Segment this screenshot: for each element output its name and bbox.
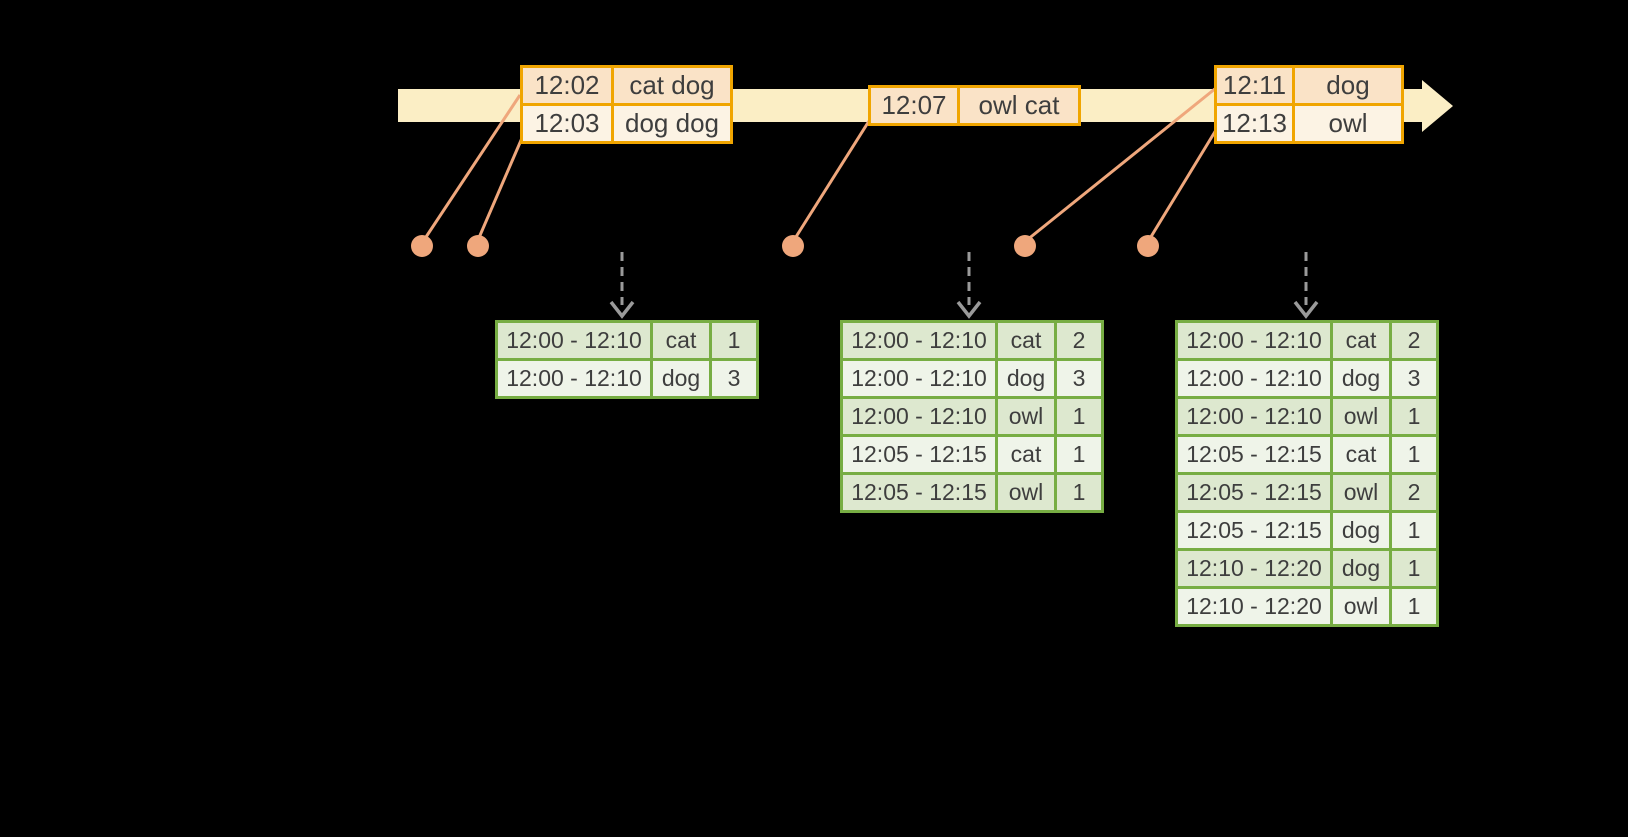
event-row: 12:03 dog dog	[520, 103, 733, 144]
table-row: 12:05 - 12:15 cat 1	[1175, 434, 1439, 475]
table-row: 12:10 - 12:20 dog 1	[1175, 548, 1439, 589]
window-cell: 12:10 - 12:20	[1175, 586, 1333, 627]
word-cell: dog	[650, 358, 712, 399]
window-cell: 12:05 - 12:15	[840, 434, 998, 475]
window-cell: 12:05 - 12:15	[840, 472, 998, 513]
count-cell: 1	[1389, 396, 1439, 437]
count-cell: 1	[1054, 472, 1104, 513]
count-cell: 1	[1389, 434, 1439, 475]
count-cell: 1	[1054, 396, 1104, 437]
timeline-arrowhead-icon	[1422, 80, 1453, 132]
table-row: 12:00 - 12:10 dog 3	[495, 358, 759, 399]
event-row: 12:11 dog	[1214, 65, 1404, 106]
trigger-arrow-icon	[609, 252, 635, 319]
count-cell: 1	[1054, 434, 1104, 475]
event-time-cell: 12:03	[520, 103, 614, 144]
event-time-cell: 12:13	[1214, 103, 1295, 144]
event-dot	[467, 235, 489, 257]
trigger-arrow-icon	[956, 252, 982, 319]
event-row: 12:07 owl cat	[868, 85, 1081, 126]
window-cell: 12:00 - 12:10	[1175, 396, 1333, 437]
count-cell: 3	[1054, 358, 1104, 399]
trigger-arrow-icon	[1293, 252, 1319, 319]
event-time-cell: 12:07	[868, 85, 960, 126]
word-cell: dog	[1330, 358, 1392, 399]
count-cell: 1	[1389, 510, 1439, 551]
count-cell: 1	[709, 320, 759, 361]
result-table-1: 12:00 - 12:10 cat 1 12:00 - 12:10 dog 3	[495, 320, 759, 399]
word-cell: owl	[995, 396, 1057, 437]
table-row: 12:05 - 12:15 owl 2	[1175, 472, 1439, 513]
word-cell: cat	[650, 320, 712, 361]
event-words-cell: dog dog	[611, 103, 733, 144]
count-cell: 3	[1389, 358, 1439, 399]
window-cell: 12:00 - 12:10	[1175, 358, 1333, 399]
word-cell: cat	[1330, 320, 1392, 361]
event-words-cell: cat dog	[611, 65, 733, 106]
event-words-cell: dog	[1292, 65, 1404, 106]
event-dot	[1137, 235, 1159, 257]
word-cell: dog	[1330, 510, 1392, 551]
table-row: 12:00 - 12:10 owl 1	[1175, 396, 1439, 437]
word-cell: dog	[995, 358, 1057, 399]
connector-line	[476, 137, 524, 241]
event-table-3: 12:11 dog 12:13 owl	[1214, 65, 1404, 144]
event-words-cell: owl	[1292, 103, 1404, 144]
table-row: 12:10 - 12:20 owl 1	[1175, 586, 1439, 627]
window-cell: 12:00 - 12:10	[840, 358, 998, 399]
result-table-2: 12:00 - 12:10 cat 2 12:00 - 12:10 dog 3 …	[840, 320, 1104, 513]
event-row: 12:13 owl	[1214, 103, 1404, 144]
table-row: 12:00 - 12:10 cat 2	[1175, 320, 1439, 361]
word-cell: cat	[995, 320, 1057, 361]
word-cell: dog	[1330, 548, 1392, 589]
word-cell: owl	[1330, 586, 1392, 627]
window-cell: 12:05 - 12:15	[1175, 510, 1333, 551]
window-cell: 12:10 - 12:20	[1175, 548, 1333, 589]
count-cell: 1	[1389, 548, 1439, 589]
event-dot	[1014, 235, 1036, 257]
window-cell: 12:00 - 12:10	[840, 320, 998, 361]
word-cell: owl	[1330, 472, 1392, 513]
count-cell: 2	[1054, 320, 1104, 361]
word-cell: cat	[995, 434, 1057, 475]
result-table-3: 12:00 - 12:10 cat 2 12:00 - 12:10 dog 3 …	[1175, 320, 1439, 627]
table-row: 12:00 - 12:10 cat 2	[840, 320, 1104, 361]
window-cell: 12:00 - 12:10	[1175, 320, 1333, 361]
window-cell: 12:05 - 12:15	[1175, 434, 1333, 475]
event-dot	[411, 235, 433, 257]
event-table-2: 12:07 owl cat	[868, 85, 1081, 126]
word-cell: owl	[995, 472, 1057, 513]
count-cell: 3	[709, 358, 759, 399]
connector-line	[1147, 129, 1218, 241]
table-row: 12:00 - 12:10 owl 1	[840, 396, 1104, 437]
word-cell: owl	[1330, 396, 1392, 437]
word-cell: cat	[1330, 434, 1392, 475]
window-cell: 12:05 - 12:15	[1175, 472, 1333, 513]
count-cell: 1	[1389, 586, 1439, 627]
window-cell: 12:00 - 12:10	[495, 320, 653, 361]
event-time-cell: 12:02	[520, 65, 614, 106]
event-words-cell: owl cat	[957, 85, 1081, 126]
table-row: 12:05 - 12:15 owl 1	[840, 472, 1104, 513]
connector-line	[792, 120, 871, 241]
table-row: 12:00 - 12:10 dog 3	[840, 358, 1104, 399]
table-row: 12:00 - 12:10 cat 1	[495, 320, 759, 361]
table-row: 12:05 - 12:15 dog 1	[1175, 510, 1439, 551]
table-row: 12:00 - 12:10 dog 3	[1175, 358, 1439, 399]
count-cell: 2	[1389, 320, 1439, 361]
event-dot	[782, 235, 804, 257]
event-time-cell: 12:11	[1214, 65, 1295, 106]
table-row: 12:05 - 12:15 cat 1	[840, 434, 1104, 475]
count-cell: 2	[1389, 472, 1439, 513]
event-table-1: 12:02 cat dog 12:03 dog dog	[520, 65, 733, 144]
window-cell: 12:00 - 12:10	[495, 358, 653, 399]
event-row: 12:02 cat dog	[520, 65, 733, 106]
window-cell: 12:00 - 12:10	[840, 396, 998, 437]
